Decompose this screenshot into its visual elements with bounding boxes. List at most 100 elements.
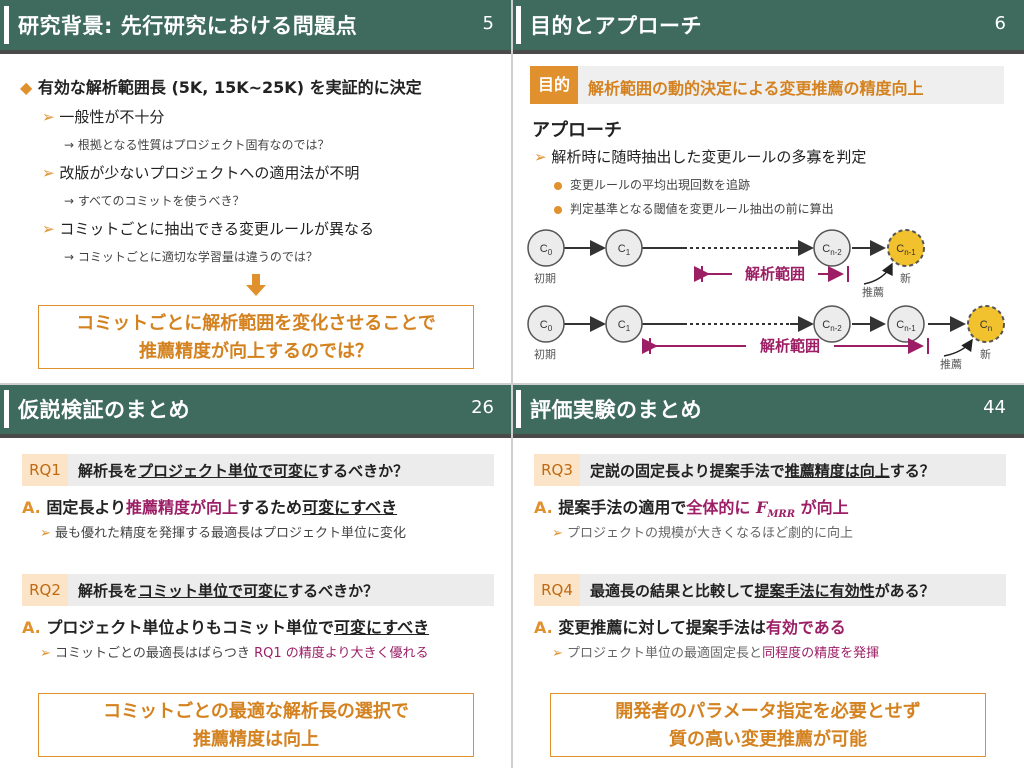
slide-title: 評価実験のまとめ [530,398,702,422]
rq1-text-underline: プロジェクト単位で可変に [138,462,319,480]
rq1-text-a: 解析長を [78,462,139,480]
slide-title: 目的とアプローチ [530,14,702,38]
rq2-text-underline: コミット単位で可変に [138,582,289,600]
new-label: 新 [900,271,911,285]
rq2-tag: RQ2 [22,574,68,606]
rq1-tag: RQ1 [22,454,68,486]
slide-header: 目的とアプローチ 6 [512,0,1024,50]
rq3-text-underline: 推薦精度は向上 [784,462,890,480]
bullet-dot-icon [554,205,562,214]
header-bar [0,50,512,54]
slide-evaluation-summary: 評価実験のまとめ 44 RQ3 定説の固定長より提案手法で推薦精度は向上する？ … [512,384,1024,768]
rq3-answer-3: が向上 [795,498,849,517]
chevron-right-icon: ➢ [40,526,51,541]
slide-number: 6 [994,13,1006,34]
rq4-text-underline: 提案手法に有効性 [754,582,875,600]
header-bar [0,434,512,438]
rq3-sub: ➢ プロジェクトの規模が大きくなるほど劇的に向上 [552,522,853,541]
chevron-right-icon: ➢ [534,148,547,166]
commit-diagram: C0 C1 Cn-2 Cn-1 初期 新 解析範囲 推薦 C0 C1 Cn-2 … [527,229,1005,371]
initial-label: 初期 [534,347,556,361]
f-mrr-metric: FMRR [756,498,796,521]
commit-node-c1 [605,229,643,267]
commit-row-2: C0 C1 Cn-2 Cn-1 Cn 初期 新 解析範囲 推薦 [527,305,1005,371]
purpose-tag: 目的 [530,66,578,104]
answer-marker: A. [22,498,41,517]
bullet-dot-icon [554,181,562,190]
chevron-right-icon: ➢ [42,220,55,238]
slide-hypothesis-summary: 仮説検証のまとめ 26 RQ1 解析長をプロジェクト単位で可変にするべきか？ A… [0,384,512,768]
approach-bullet-1-text: 変更ルールの平均出現回数を追跡 [570,178,751,192]
slide-title: 研究背景: 先行研究における問題点 [18,14,358,38]
commit-node-cn2 [813,305,851,343]
initial-label: 初期 [534,271,556,285]
rq3-text: 定説の固定長より提案手法で推薦精度は向上する？ [590,460,935,481]
rq4-text-a: 最適長の結果と比較して [590,582,755,600]
rq4-text-b: がある？ [874,582,935,600]
rq2-answer-1: プロジェクト単位よりもコミット単位で [46,618,335,637]
rq3-answer: A. 提案手法の適用で全体的に FMRR が向上 [534,494,849,520]
conclusion-line-1: コミットごとに解析範囲を変化させることで [76,313,436,334]
conclusion-box: コミットごとに解析範囲を変化させることで 推薦精度が向上するのでは？ [38,305,474,369]
rq4-text: 最適長の結果と比較して提案手法に有効性がある？ [590,580,935,601]
rq1-answer-1: 固定長より [46,498,127,517]
issue-3: ➢ コミットごとに抽出できる変更ルールが異なる [42,218,374,239]
conclusion-line-1: コミットごとの最適な解析長の選択で [103,701,409,722]
main-point: ◆ 有効な解析範囲長 (5K, 15K~25K) を実証的に決定 [20,74,422,98]
rq4-tag: RQ4 [534,574,580,606]
rq3-tag: RQ3 [534,454,580,486]
issue-2-note: → すべてのコミットを使うべき？ [64,194,245,208]
new-label: 新 [980,347,991,361]
rq1-question: RQ1 解析長をプロジェクト単位で可変にするべきか？ [22,454,494,486]
purpose-text: 解析範囲の動的決定による変更推薦の精度向上 [588,79,924,98]
rq1-answer-4: 可変にすべき [302,498,398,517]
analysis-range-label: 解析範囲 [760,337,820,355]
rq2-answer-2: 可変にすべき [334,618,430,637]
slide-header: 評価実験のまとめ 44 [512,384,1024,434]
issue-3-note: → コミットごとに適切な学習量は違うのでは？ [64,250,318,264]
purpose-box: 目的 解析範囲の動的決定による変更推薦の精度向上 [530,66,1004,104]
rq4-answer: A. 変更推薦に対して提案手法は有効である [534,614,846,638]
conclusion-line-1: 開発者のパラメータ指定を必要とせず [615,701,921,722]
chevron-right-icon: ➢ [552,526,563,541]
chevron-right-icon: ➢ [40,646,51,661]
header-bar [512,50,1024,54]
conclusion-line-2: 推薦精度が向上するのでは？ [139,341,373,362]
analysis-range-label: 解析範囲 [745,265,805,283]
issue-2: ➢ 改版が少ないプロジェクトへの適用法が不明 [42,162,359,183]
rq1-sub-text: 最も優れた精度を発揮する最適長はプロジェクト単位に変化 [55,526,407,541]
rq3-answer-1: 提案手法の適用で [558,498,687,517]
rq1-sub: ➢ 最も優れた精度を発揮する最適長はプロジェクト単位に変化 [40,522,406,541]
rq2-question: RQ2 解析長をコミット単位で可変にするべきか？ [22,574,494,606]
slide-header: 研究背景: 先行研究における問題点 5 [0,0,512,50]
slide-number: 5 [482,13,494,34]
main-point-text: 有効な解析範囲長 (5K, 15K~25K) を実証的に決定 [37,78,422,97]
panel-divider-horizontal [0,383,1024,385]
chevron-right-icon: ➢ [42,164,55,182]
commit-node-c0 [527,305,565,343]
issue-1-text: 一般性が不十分 [59,108,165,126]
approach-heading: アプローチ [532,120,622,141]
rq1-answer-2: 推薦精度が向上 [126,498,239,517]
rq2-text: 解析長をコミット単位で可変にするべきか？ [78,580,378,601]
slide-number: 44 [983,397,1006,418]
rq2-sub-text-2: RQ1 の精度より大きく優れる [254,646,429,661]
commit-row-1: C0 C1 Cn-2 Cn-1 初期 新 解析範囲 推薦 [527,229,925,299]
rq2-answer: A. プロジェクト単位よりもコミット単位で可変にすべき [22,614,429,638]
conclusion-box: コミットごとの最適な解析長の選択で 推薦精度は向上 [38,693,474,757]
rq3-answer-2: 全体的に [686,498,751,517]
slide-title: 仮説検証のまとめ [18,398,190,422]
approach-bullet-1: 変更ルールの平均出現回数を追跡 [554,176,750,193]
issue-1: ➢ 一般性が不十分 [42,106,164,127]
issue-2-text: 改版が少ないプロジェクトへの適用法が不明 [59,164,360,182]
issue-1-note: → 根拠となる性質はプロジェクト固有なのでは？ [64,138,330,152]
rq3-text-a: 定説の固定長より提案手法で [590,462,785,480]
approach-point: ➢ 解析時に随時抽出した変更ルールの多寡を判定 [534,146,866,167]
commit-node-cn1-new [887,229,925,267]
rq1-answer-3: するため [238,498,303,517]
recommend-label: 推薦 [940,357,962,371]
chevron-right-icon: ➢ [552,646,563,661]
slide-number: 26 [471,397,494,418]
approach-bullet-2-text: 判定基準となる閾値を変更ルール抽出の前に算出 [570,202,834,216]
metric-subscript: MRR [767,509,796,521]
